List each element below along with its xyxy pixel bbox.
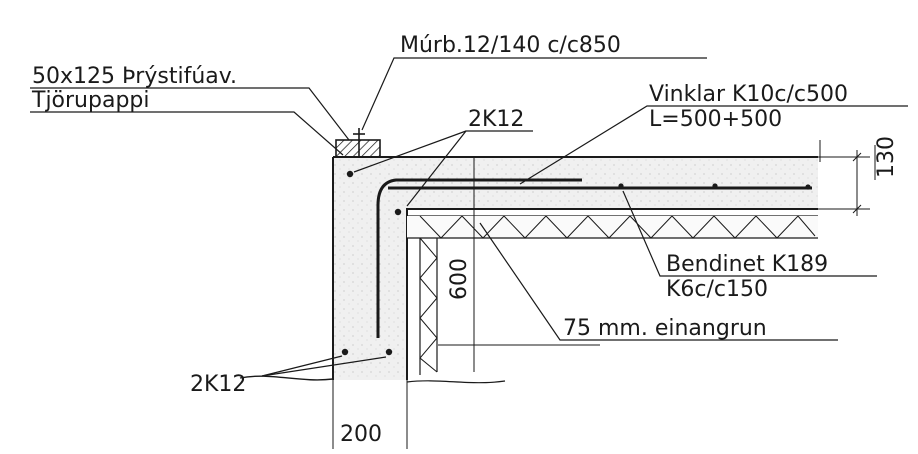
wall-bar <box>376 178 582 338</box>
label-bars-bottom: 2K12 <box>190 372 246 397</box>
bar-dot <box>346 170 354 178</box>
label-anchor: Múrb.12/140 c/c850 <box>400 33 621 58</box>
bar-dot <box>394 208 402 216</box>
bar-dot <box>385 348 393 356</box>
label-insulation: 75 mm. einangrun <box>563 316 767 341</box>
label-wallplate: 50x125 Þrýstifúav. <box>32 64 237 89</box>
ground-line <box>239 375 334 381</box>
dimension-wall-width <box>332 380 408 449</box>
label-bars-top: 2K12 <box>468 107 524 132</box>
underslab-insulation <box>407 215 818 239</box>
wall-insulation <box>419 237 438 373</box>
label-tarpaper: Tjörupappi <box>31 88 150 113</box>
label-angles-1: Vinklar K10c/c500 <box>649 82 848 107</box>
dim-wall-width: 200 <box>340 422 382 447</box>
leader-lines <box>30 57 908 377</box>
annotations: 50x125 Þrýstifúav. Tjörupappi Múrb.12/14… <box>31 33 899 447</box>
reinforcement <box>341 170 812 356</box>
bar-dot <box>805 184 811 190</box>
dim-slab-thickness: 130 <box>874 136 899 178</box>
anchor-bolt-symbol <box>353 128 365 157</box>
label-mesh-1: Bendinet K189 <box>666 252 828 277</box>
dimension-wall-height <box>438 158 600 372</box>
label-angles-2: L=500+500 <box>649 107 782 132</box>
dim-wall-height: 600 <box>447 258 472 300</box>
bar-dot <box>341 348 349 356</box>
label-mesh-2: K6c/c150 <box>666 277 768 302</box>
concrete-section <box>332 156 818 380</box>
dimension-slab <box>818 140 876 216</box>
bar-dot <box>618 183 624 189</box>
bar-dot <box>712 183 718 189</box>
